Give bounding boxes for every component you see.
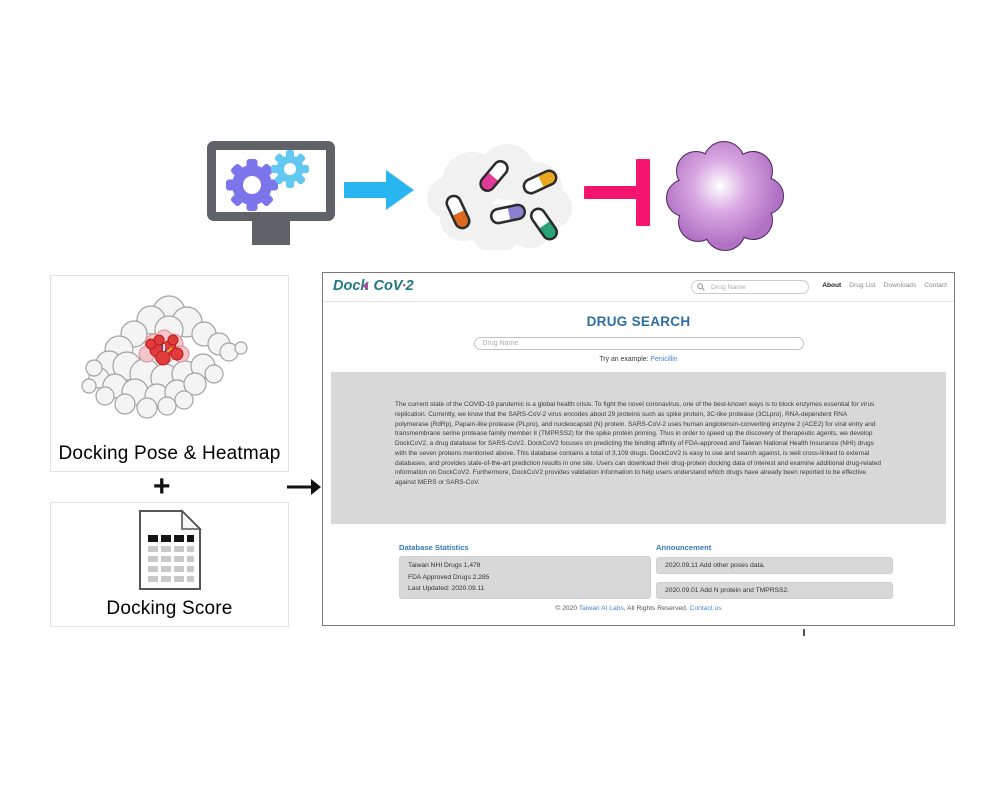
announcement-item: 2020.09.01 Add N protein and TMPRSS2. <box>656 582 893 599</box>
announcement-section: Announcement 2020.09.11 Add other poses … <box>656 543 893 599</box>
site-footer: © 2020 Taiwan AI Labs, All Rights Reserv… <box>323 605 954 612</box>
about-panel: The current state of the COVID-19 pandem… <box>331 372 946 524</box>
capsule-purple <box>490 203 526 225</box>
database-statistics-title: Database Statistics <box>399 543 469 552</box>
dockcov2-website-panel: Dock CoV•2 About Drug List Downloads Con… <box>322 272 955 626</box>
flow-arrow-to-site-icon <box>287 479 321 495</box>
footer-rights-text: , All Rights Reserved. <box>623 605 690 612</box>
dockcov2-logo[interactable]: Dock CoV•2 <box>333 278 414 294</box>
nav-downloads[interactable]: Downloads <box>883 282 917 289</box>
footer-copyright: © 2020 <box>555 605 579 612</box>
database-statistics-box: Taiwan NHI Drugs 1,478 FDA Approved Drug… <box>399 556 651 600</box>
docking-score-label: Docking Score <box>106 598 233 619</box>
stat-line: Last Updated: 2020.09.11 <box>408 585 485 593</box>
protein-heatmap-image <box>81 295 248 419</box>
logo-text-2: 2 <box>405 278 414 294</box>
drug-capsules-icon <box>427 144 572 250</box>
capsule-green <box>530 207 558 241</box>
cursor-tick-mark <box>803 629 805 636</box>
site-nav: About Drug List Downloads Contact <box>822 282 947 289</box>
arrow-right-icon <box>344 170 414 210</box>
example-line: Try an example: Penicillin <box>323 356 954 363</box>
capsule-yellow <box>522 169 558 195</box>
nav-about[interactable]: About <box>822 282 842 289</box>
nav-drug-list[interactable]: Drug List <box>849 282 876 289</box>
logo-dot: • <box>402 280 406 290</box>
announcement-item: 2020.09.11 Add other poses data. <box>656 557 893 574</box>
logo-text-cov: CoV <box>373 278 403 294</box>
docking-pose-label: Docking Pose & Heatmap <box>58 443 281 464</box>
stat-line: Taiwan NHI Drugs 1,478 <box>408 562 481 569</box>
search-icon <box>697 283 705 291</box>
header-search-box[interactable] <box>691 280 809 294</box>
nav-contact[interactable]: Contact <box>924 282 947 289</box>
drug-search-input[interactable] <box>473 337 804 350</box>
database-statistics-section: Database Statistics Taiwan NHI Drugs 1,4… <box>399 543 651 600</box>
score-table-document-icon <box>139 509 202 590</box>
site-header: Dock CoV•2 About Drug List Downloads Con… <box>323 273 954 302</box>
logo-wedge-icon <box>362 282 369 290</box>
header-search-input[interactable] <box>709 282 803 292</box>
footer-taiwan-ai-labs-link[interactable]: Taiwan AI Labs <box>578 605 624 612</box>
about-paragraph: The current state of the COVID-19 pandem… <box>395 401 881 486</box>
virus-cloud-icon <box>666 141 784 251</box>
docking-score-box: Docking Score <box>50 502 289 627</box>
docking-pose-box: Docking Pose & Heatmap <box>50 275 289 472</box>
logo-text-doc: Doc <box>333 278 361 294</box>
footer-contact-us-link[interactable]: Contact us <box>689 605 722 612</box>
example-penicillin-link[interactable]: Penicillin <box>650 356 678 363</box>
example-prefix: Try an example: <box>599 356 651 363</box>
drug-search-title: DRUG SEARCH <box>586 314 691 329</box>
capsule-orange <box>445 194 471 230</box>
plus-sign: + <box>153 470 171 503</box>
computer-gears-icon <box>207 141 335 245</box>
stat-line: FDA Approved Drugs 2,285 <box>408 573 490 581</box>
announcement-title: Announcement <box>656 543 712 552</box>
capsule-pink <box>479 160 509 192</box>
